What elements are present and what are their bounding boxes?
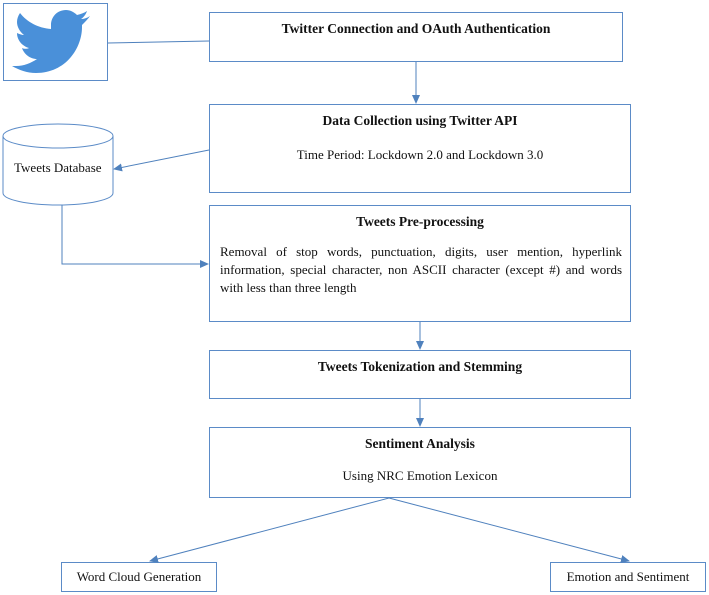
data-collection-box: Data Collection using Twitter API Time P… xyxy=(209,104,631,193)
preprocessing-title: Tweets Pre-processing xyxy=(356,214,484,229)
collection-to-database-arrow xyxy=(113,149,210,172)
preprocessing-detail: Removal of stop words, punctuation, digi… xyxy=(220,244,622,295)
preprocessing-box: Tweets Pre-processing Removal of stop wo… xyxy=(209,205,631,322)
word-cloud-label: Word Cloud Generation xyxy=(76,569,202,584)
oauth-step-title: Twitter Connection and OAuth Authenticat… xyxy=(281,21,551,36)
tokenization-box: Tweets Tokenization and Stemming xyxy=(209,350,631,399)
sentiment-analysis-box: Sentiment Analysis Using NRC Emotion Lex… xyxy=(209,427,631,498)
sentiment-analysis-detail: Using NRC Emotion Lexicon xyxy=(342,468,498,483)
database-to-preprocessing-arrow xyxy=(61,205,209,268)
emotion-sentiment-box: Emotion and Sentiment xyxy=(550,562,706,592)
tweets-database-label: Tweets Database xyxy=(14,160,102,175)
twitter-logo-box xyxy=(3,3,108,81)
sentiment-to-wordcloud-arrow xyxy=(149,497,390,563)
sentiment-analysis-title: Sentiment Analysis xyxy=(365,436,475,451)
oauth-step-box: Twitter Connection and OAuth Authenticat… xyxy=(209,12,623,62)
tokenization-title: Tweets Tokenization and Stemming xyxy=(317,359,523,374)
logo-to-oauth-connector xyxy=(107,40,210,44)
sentiment-to-emotion-arrow xyxy=(388,497,630,563)
data-collection-title: Data Collection using Twitter API xyxy=(322,113,518,128)
emotion-sentiment-label: Emotion and Sentiment xyxy=(566,569,690,584)
twitter-bird-icon xyxy=(12,10,90,73)
data-collection-detail: Time Period: Lockdown 2.0 and Lockdown 3… xyxy=(296,147,544,162)
word-cloud-box: Word Cloud Generation xyxy=(61,562,217,592)
